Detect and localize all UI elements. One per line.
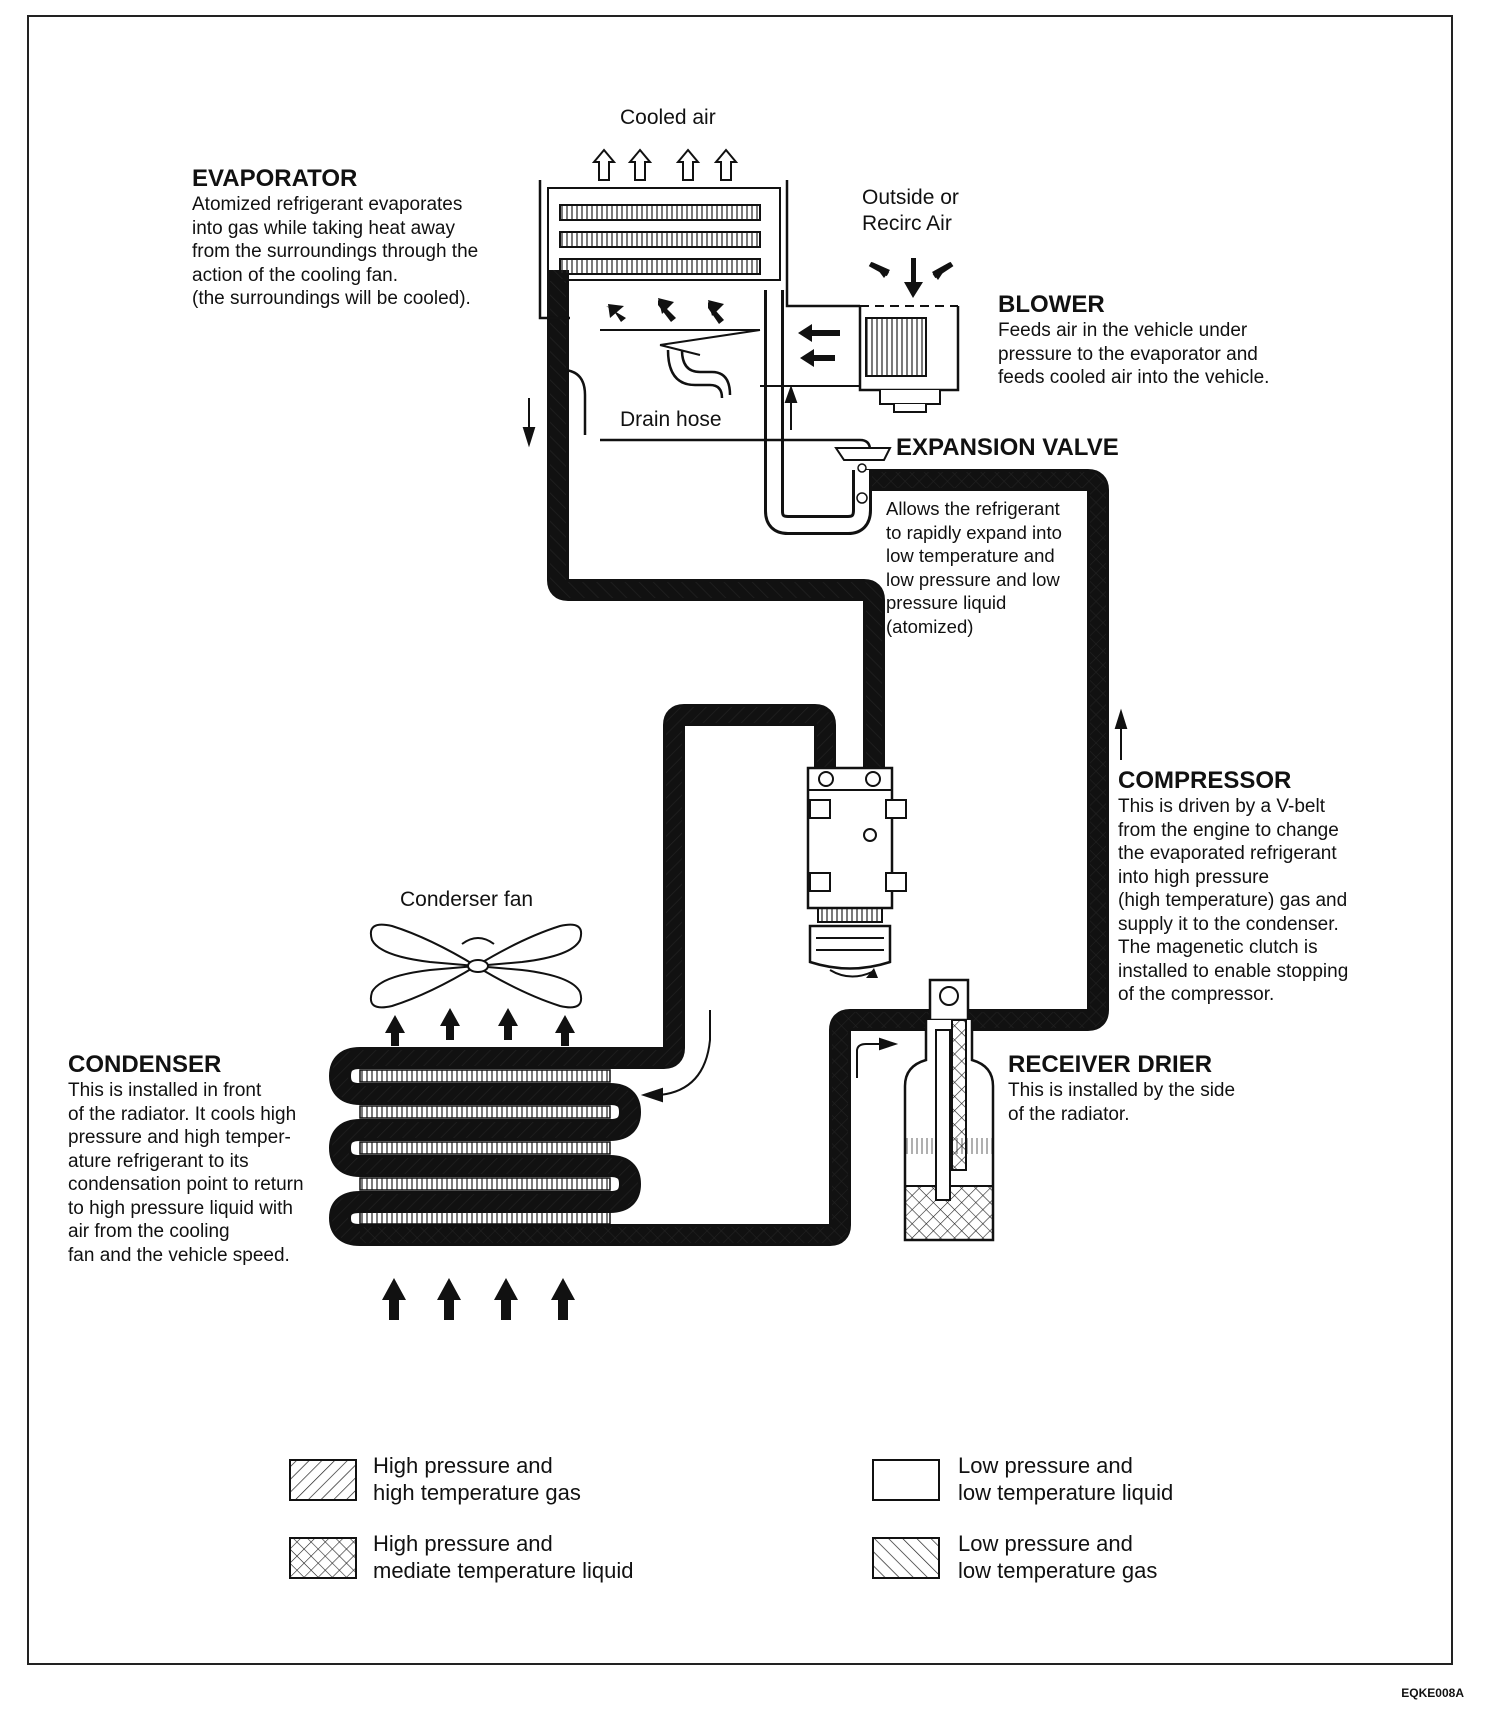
legend-swatch-lp-liquid bbox=[872, 1459, 940, 1501]
drain-hose-label: Drain hose bbox=[620, 408, 722, 431]
expansion-valve-title: EXPANSION VALVE bbox=[896, 434, 1119, 461]
desc-line: fan and the vehicle speed. bbox=[68, 1244, 290, 1266]
evaporator-housing bbox=[538, 180, 872, 451]
desc-line: This is installed in front bbox=[68, 1080, 262, 1101]
legend-entry-lp-liquid: Low pressure and low temperature liquid bbox=[958, 1452, 1173, 1506]
legend-swatch-hp-liquid bbox=[289, 1537, 357, 1579]
legend-line: low temperature gas bbox=[958, 1558, 1158, 1583]
legend-line: mediate temperature liquid bbox=[373, 1558, 634, 1583]
desc-line: low temperature and bbox=[886, 545, 1055, 566]
condenser-fan bbox=[370, 923, 582, 1009]
outside-air-label-2: Recirc Air bbox=[862, 212, 952, 235]
blower-title: BLOWER bbox=[998, 291, 1105, 318]
desc-line: of the radiator. It cools high bbox=[68, 1103, 297, 1125]
cooled-air-label: Cooled air bbox=[620, 106, 716, 129]
desc-line: low pressure and low bbox=[886, 568, 1060, 590]
evaporator-description: Atomized refrigerant evaporates into gas… bbox=[192, 193, 478, 311]
legend-line: high temperature gas bbox=[373, 1480, 581, 1505]
desc-line: pressure to the evaporator and bbox=[998, 343, 1258, 365]
desc-line: condensation point to return bbox=[68, 1174, 304, 1195]
desc-line: (high temperature) gas and bbox=[1118, 890, 1348, 911]
desc-line: (the surroundings will be cooled). bbox=[192, 288, 471, 309]
figure-code: EQKE008A bbox=[1401, 1686, 1464, 1700]
expansion-outlet-line bbox=[764, 290, 872, 535]
compressor-unit bbox=[806, 766, 907, 978]
desc-line: This is installed by the side bbox=[1008, 1080, 1236, 1101]
desc-line: from the surroundings through the bbox=[192, 241, 479, 262]
desc-line: to high pressure liquid with bbox=[68, 1197, 293, 1219]
desc-line: installed to enable stopping bbox=[1118, 960, 1349, 982]
suction-line bbox=[547, 270, 885, 770]
legend-line: Low pressure and bbox=[958, 1453, 1133, 1478]
figure-frame bbox=[27, 15, 1453, 1665]
condenser-title: CONDENSER bbox=[68, 1051, 222, 1078]
desc-line: of the radiator. bbox=[1008, 1103, 1130, 1125]
flow-arrows bbox=[522, 385, 1128, 1103]
compressor-description: This is driven by a V-belt from the engi… bbox=[1118, 795, 1348, 1007]
compressor-title: COMPRESSOR bbox=[1118, 767, 1292, 794]
condenser-fan-label: Conderser fan bbox=[400, 888, 534, 911]
legend-line: low temperature liquid bbox=[958, 1480, 1174, 1505]
evaporator-title: EVAPORATOR bbox=[192, 165, 358, 192]
desc-line: The magenetic clutch is bbox=[1118, 937, 1318, 958]
legend-line: High pressure and bbox=[373, 1531, 553, 1556]
desc-line: from the engine to change bbox=[1118, 819, 1339, 841]
blower-description: Feeds air in the vehicle under pressure … bbox=[998, 319, 1269, 390]
legend-entry-lp-gas: Low pressure and low temperature gas bbox=[958, 1530, 1157, 1584]
legend-line: Low pressure and bbox=[958, 1531, 1133, 1556]
airflow-arrows bbox=[606, 258, 954, 367]
receiver-drier-title: RECEIVER DRIER bbox=[1008, 1051, 1213, 1078]
desc-line: pressure liquid bbox=[886, 592, 1007, 613]
desc-line: Atomized refrigerant evaporates bbox=[192, 194, 463, 215]
receiver-drier-description: This is installed by the side of the rad… bbox=[1008, 1079, 1235, 1126]
desc-line: supply it to the condenser. bbox=[1118, 913, 1339, 935]
legend-swatch-hp-gas bbox=[289, 1459, 357, 1501]
desc-line: Feeds air in the vehicle under bbox=[998, 320, 1248, 341]
desc-line: into high pressure bbox=[1118, 866, 1270, 888]
desc-line: the evaporated refrigerant bbox=[1118, 843, 1337, 864]
desc-line: feeds cooled air into the vehicle. bbox=[998, 367, 1270, 388]
desc-line: ature refrigerant to its bbox=[68, 1150, 249, 1172]
desc-line: into gas while taking heat away bbox=[192, 217, 455, 239]
blower-unit bbox=[858, 305, 960, 413]
desc-line: (atomized) bbox=[886, 615, 974, 637]
expansion-valve-description: Allows the refrigerant to rapidly expand… bbox=[886, 497, 1062, 638]
condenser-description: This is installed in front of the radiat… bbox=[68, 1079, 304, 1267]
desc-line: air from the cooling bbox=[68, 1221, 230, 1242]
receiver-drier-unit bbox=[903, 978, 995, 1242]
drain-hose bbox=[666, 349, 732, 399]
desc-line: This is driven by a V-belt bbox=[1118, 796, 1325, 817]
desc-line: to rapidly expand into bbox=[886, 521, 1062, 543]
outside-air-label-1: Outside or bbox=[862, 186, 959, 209]
expansion-valve bbox=[834, 447, 892, 504]
desc-line: action of the cooling fan. bbox=[192, 264, 398, 286]
legend-entry-hp-liquid: High pressure and mediate temperature li… bbox=[373, 1530, 633, 1584]
legend-line: High pressure and bbox=[373, 1453, 553, 1478]
legend-entry-hp-gas: High pressure and high temperature gas bbox=[373, 1452, 581, 1506]
condenser-airflow-arrows bbox=[382, 1008, 575, 1320]
discharge-line bbox=[360, 704, 836, 1069]
desc-line: of the compressor. bbox=[1118, 984, 1275, 1005]
condenser-coil bbox=[328, 1047, 642, 1246]
legend-swatch-lp-gas bbox=[872, 1537, 940, 1579]
cooled-air-arrows bbox=[591, 148, 739, 181]
legend-swatches bbox=[289, 1459, 940, 1579]
desc-line: pressure and high temper- bbox=[68, 1127, 291, 1148]
desc-line: Allows the refrigerant bbox=[886, 498, 1060, 519]
